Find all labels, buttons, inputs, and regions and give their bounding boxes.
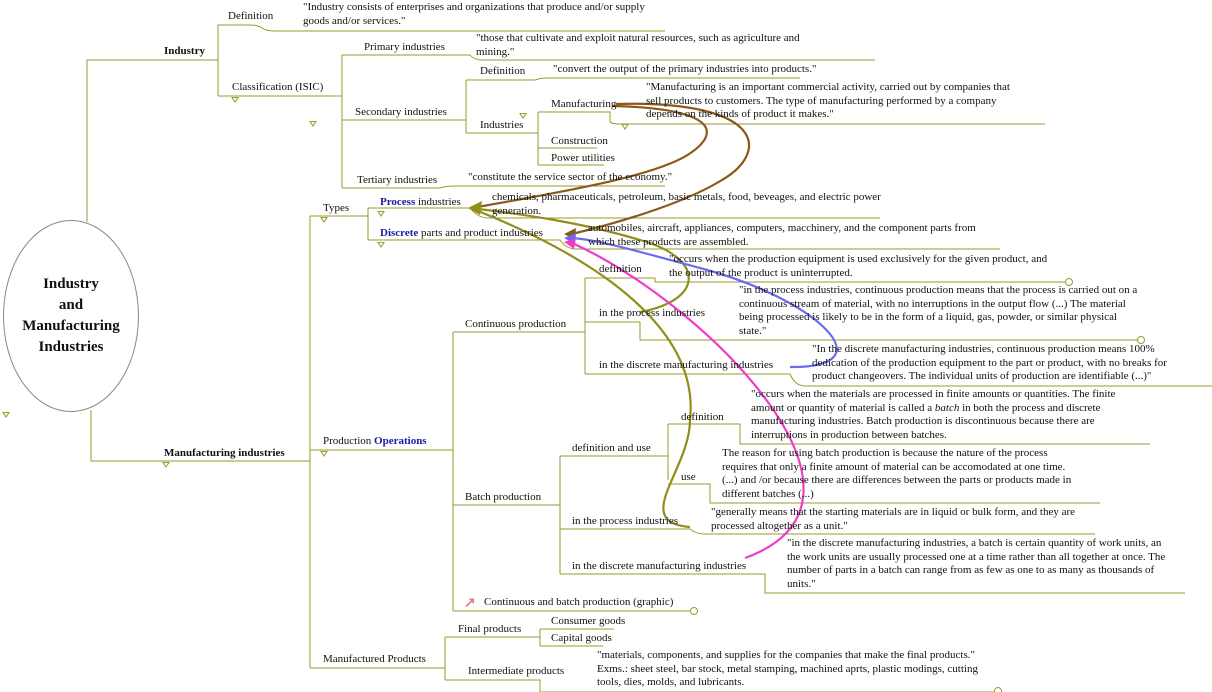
manufacturing-note[interactable]: "Manufacturing is an important commercia…	[646, 81, 1010, 120]
highlight-text: Discrete	[380, 227, 419, 239]
continuous-process-note[interactable]: "in the process industries, continuous p…	[739, 284, 1138, 337]
topic-consumer-goods[interactable]: Consumer goods	[551, 615, 626, 627]
topic-tertiary-industries[interactable]: Tertiary industries	[357, 174, 438, 186]
continuous-discrete-note[interactable]: "In the discrete manufacturing industrie…	[812, 343, 1167, 382]
topic-manufacturing[interactable]: Manufacturing	[551, 98, 617, 110]
topic-secondary-definition[interactable]: Definition	[480, 65, 526, 77]
collapse-toggle-icon[interactable]	[309, 121, 317, 127]
topic-final-products[interactable]: Final products	[458, 623, 522, 635]
continuous-definition-note[interactable]: "occurs when the production equipment is…	[669, 253, 1048, 279]
topic-batch-production[interactable]: Batch production	[465, 491, 542, 503]
link-arrow-icon[interactable]: ↗	[464, 596, 476, 611]
note-text: "occurs when the materials are processed…	[751, 388, 1116, 414]
central-title-line: Manufacturing	[22, 318, 120, 334]
highlight-text: Operations	[374, 435, 427, 447]
topic-manufacturing-industries[interactable]: Manufacturing industries	[164, 447, 285, 459]
primary-note[interactable]: "those that cultivate and exploit natura…	[476, 32, 800, 58]
topic-secondary-industries[interactable]: Secondary industries	[355, 106, 447, 118]
topic-industries[interactable]: Industries	[480, 119, 524, 131]
topic-manufactured-products[interactable]: Manufactured Products	[323, 653, 426, 665]
batch-use-note[interactable]: The reason for using batch production is…	[722, 447, 1072, 500]
topic-primary-industries[interactable]: Primary industries	[364, 41, 445, 53]
tertiary-note[interactable]: "constitute the service sector of the ec…	[468, 171, 673, 183]
collapse-toggle-icon[interactable]	[519, 113, 527, 119]
topic-text: industries	[415, 196, 461, 208]
central-title-line: Industries	[38, 339, 104, 355]
collapse-toggle-icon[interactable]	[231, 97, 239, 103]
central-title-line: and	[58, 297, 84, 313]
central-title-line: Industry	[43, 276, 99, 292]
collapse-toggle-icon[interactable]	[377, 211, 385, 217]
topic-batch-use[interactable]: use	[681, 471, 696, 483]
batch-process-note[interactable]: "generally means that the starting mater…	[711, 506, 1076, 532]
topic-types[interactable]: Types	[323, 202, 350, 214]
topic-capital-goods[interactable]: Capital goods	[551, 632, 612, 644]
discrete-industries-note[interactable]: automobiles, aircraft, appliances, compu…	[588, 222, 976, 248]
topic-batch-process[interactable]: in the process industries	[572, 515, 679, 527]
topic-text: Production	[323, 435, 375, 447]
collapse-toggle-icon[interactable]	[320, 217, 328, 223]
topic-text: parts and product industries	[418, 227, 543, 239]
topic-power-utilities[interactable]: Power utilities	[551, 152, 615, 164]
secondary-definition-note[interactable]: "convert the output of the primary indus…	[553, 63, 817, 75]
batch-definition-note[interactable]: "occurs when the materials are processed…	[751, 388, 1116, 442]
collapse-toggle-icon[interactable]	[621, 124, 629, 130]
topic-construction[interactable]: Construction	[551, 135, 608, 147]
topic-production-operations[interactable]: Production Operations	[323, 435, 427, 448]
topic-continuous-discrete[interactable]: in the discrete manufacturing industries	[599, 359, 774, 371]
note-text: in both the process and discrete manufac…	[751, 401, 1101, 441]
topic-intermediate-products[interactable]: Intermediate products	[468, 665, 565, 677]
topic-batch-definition[interactable]: definition	[681, 411, 724, 423]
batch-discrete-note[interactable]: "in the discrete manufacturing industrie…	[787, 537, 1166, 590]
definition-note[interactable]: "Industry consists of enterprises and or…	[303, 1, 645, 27]
topic-continuous-process[interactable]: in the process industries	[599, 307, 706, 319]
topic-classification[interactable]: Classification (ISIC)	[232, 81, 324, 93]
collapse-toggle-icon[interactable]	[377, 242, 385, 248]
topic-definition-and-use[interactable]: definition and use	[572, 442, 651, 454]
process-industries-note[interactable]: chemicals, pharmaceuticals, petroleum, b…	[492, 191, 881, 217]
topic-industry[interactable]: Industry	[164, 45, 205, 57]
topic-definition[interactable]: Definition	[228, 10, 274, 22]
collapse-toggle-icon[interactable]	[320, 451, 328, 457]
topic-continuous-definition[interactable]: definition	[599, 263, 642, 275]
note-emphasis: batch	[934, 401, 960, 414]
topic-continuous-production[interactable]: Continuous production	[465, 318, 567, 330]
graphic-link[interactable]: Continuous and batch production (graphic…	[484, 596, 674, 608]
collapse-toggle-icon[interactable]	[162, 462, 170, 468]
highlight-text: Process	[380, 196, 416, 208]
central-topic[interactable]: Industry and Manufacturing Industries	[3, 220, 139, 412]
intermediate-note[interactable]: "materials, components, and supplies for…	[597, 649, 978, 688]
topic-process-industries[interactable]: Process industries	[380, 196, 461, 209]
collapse-toggle-icon[interactable]	[2, 412, 10, 418]
topic-batch-discrete[interactable]: in the discrete manufacturing industries	[572, 560, 747, 572]
topic-discrete-industries[interactable]: Discrete parts and product industries	[380, 227, 543, 240]
